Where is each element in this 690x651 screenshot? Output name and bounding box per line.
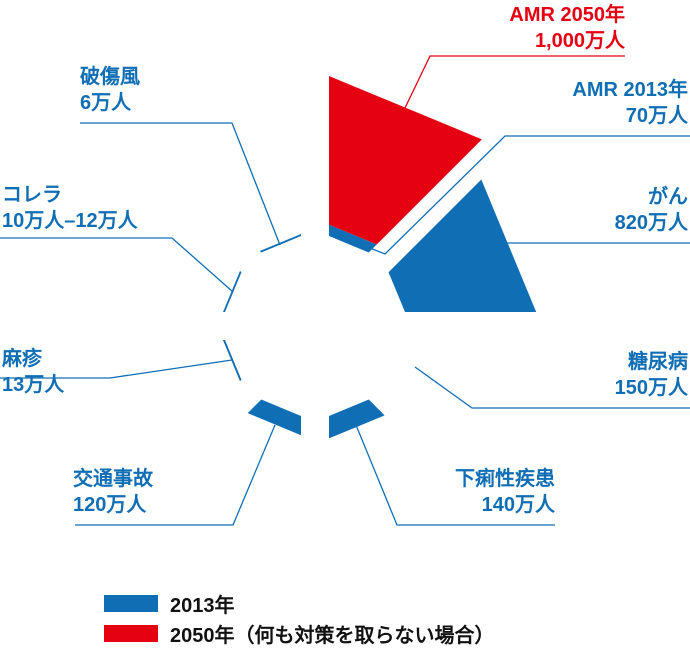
- legend-item-2050: 2050年（何も対策を取らない場合）: [104, 619, 495, 648]
- label-traffic-name: 交通事故: [73, 468, 153, 490]
- legend-label-2013: 2013年: [170, 595, 235, 617]
- label-amr-2013-value: 70万人: [625, 105, 688, 127]
- leader-diabetes: [414, 366, 690, 409]
- label-cancer-name: がん: [648, 186, 688, 208]
- label-cholera-name: コレラ: [2, 184, 62, 206]
- legend-swatch-2050: [104, 625, 158, 642]
- leader-amr-2050: [404, 55, 625, 109]
- leader-tetanus: [80, 122, 281, 246]
- label-amr-2013-name: AMR 2013年: [572, 79, 688, 101]
- label-amr-2050-value: 1,000万人: [534, 30, 625, 52]
- label-tetanus-name: 破傷風: [80, 66, 140, 88]
- label-diabetes: 糖尿病 150万人: [615, 349, 688, 401]
- label-cancer-value: 820万人: [614, 212, 688, 234]
- leader-cholera: [0, 237, 234, 293]
- leader-amr-2013: [369, 135, 690, 255]
- label-diabetes-value: 150万人: [614, 377, 688, 399]
- label-amr-2050: AMR 2050年 1,000万人: [509, 2, 625, 54]
- sector-4-2013: [247, 399, 301, 436]
- label-amr-2050-name: AMR 2050年: [509, 4, 625, 26]
- sector-1-2013: [388, 179, 537, 312]
- label-cancer: がん 820万人: [615, 184, 688, 236]
- label-diabetes-name: 糖尿病: [628, 351, 688, 373]
- leader-diarrhea: [355, 424, 555, 526]
- label-traffic: 交通事故 120万人: [73, 466, 153, 518]
- label-diarrhea-name: 下痢性疾患: [455, 468, 555, 490]
- label-tetanus: 破傷風 6万人: [80, 64, 140, 116]
- sector-3-2013: [329, 399, 385, 439]
- sector-0-2013: [329, 224, 377, 253]
- label-cholera: コレラ 10万人–12万人: [2, 182, 138, 234]
- sector-5-2013: [222, 340, 242, 382]
- label-cholera-value: 10万人–12万人: [2, 210, 138, 232]
- label-diarrhea: 下痢性疾患 140万人: [455, 466, 555, 518]
- label-traffic-value: 120万人: [73, 494, 147, 516]
- leader-measles: [0, 359, 233, 379]
- sector-7-2013: [259, 234, 301, 253]
- legend-swatch-2013: [104, 595, 158, 612]
- label-measles-name: 麻疹: [2, 348, 42, 370]
- legend-item-2013: 2013年: [104, 589, 235, 618]
- leader-traffic: [75, 424, 276, 526]
- label-diarrhea-value: 140万人: [481, 494, 555, 516]
- label-measles-value: 13万人: [2, 374, 65, 396]
- sector-0-2050: [329, 76, 482, 245]
- legend-label-2050: 2050年（何も対策を取らない場合）: [170, 625, 495, 647]
- label-tetanus-value: 6万人: [80, 92, 132, 114]
- label-measles: 麻疹 13万人: [2, 346, 64, 398]
- label-amr-2013: AMR 2013年 70万人: [572, 77, 688, 129]
